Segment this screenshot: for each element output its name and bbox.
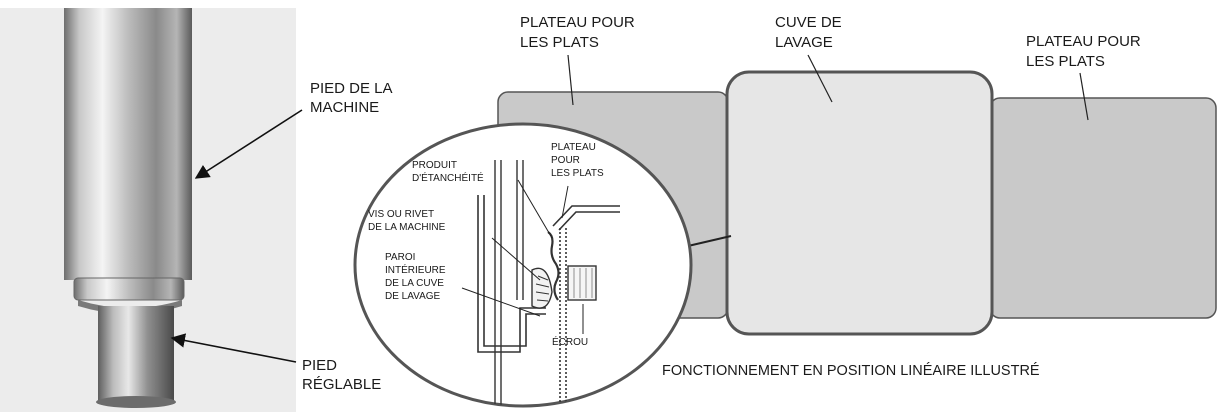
tray-top — [552, 205, 620, 231]
label-screw: VIS OU RIVET DE LA MACHINE — [368, 209, 446, 233]
foot-base — [96, 396, 176, 408]
label-machine-leg-line1: PIED DE LA — [310, 80, 393, 97]
label-left-tray-line1: PLATEAU POUR — [520, 14, 635, 31]
label-wash-tank-line2: LAVAGE — [775, 34, 833, 51]
detail-magnifier — [353, 122, 693, 408]
label-adjustable-foot: PIED RÉGLABLE — [302, 357, 381, 393]
label-sealant: PRODUIT D'ÉTANCHÉITÉ — [412, 160, 484, 184]
label-machine-leg-line2: MACHINE — [310, 99, 379, 116]
label-adjustable-foot-line1: PIED — [302, 357, 337, 374]
adjustable-foot — [98, 306, 174, 402]
label-right-tray-line1: PLATEAU POUR — [1026, 33, 1141, 50]
leader-tray-detail — [561, 185, 569, 219]
wash-tank-wall — [516, 160, 524, 300]
label-machine-leg: PIED DE LA MACHINE — [310, 80, 396, 116]
label-detail-tray-line1: PLATEAU — [551, 142, 596, 153]
screw-head — [531, 267, 553, 309]
label-wash-tank-line1: CUVE DE — [775, 14, 842, 31]
connector-detail-to-tank — [687, 235, 732, 247]
label-detail-tray-line3: LES PLATS — [551, 168, 604, 179]
screw-threads — [535, 275, 550, 302]
label-wash-tank: CUVE DE LAVAGE — [775, 14, 846, 51]
label-sealant-line2: D'ÉTANCHÉITÉ — [412, 171, 484, 184]
label-screw-line2: DE LA MACHINE — [368, 222, 446, 233]
nut-body — [567, 265, 597, 301]
label-inner-wall-line3: DE LA CUVE — [385, 278, 444, 289]
label-adjustable-foot-line2: RÉGLABLE — [302, 376, 381, 393]
leader-wall — [461, 287, 541, 317]
machine-leg — [64, 8, 192, 280]
arrow-machine-leg — [194, 109, 303, 179]
label-detail-tray: PLATEAU POUR LES PLATS — [551, 142, 604, 179]
wash-tank — [725, 70, 994, 336]
leader-screw — [491, 237, 541, 281]
label-right-tray-line2: LES PLATS — [1026, 53, 1105, 70]
label-left-tray-line2: LES PLATS — [520, 34, 599, 51]
leader-left-tray — [567, 54, 574, 106]
leg-photo — [0, 8, 296, 412]
detail-section-drawing — [461, 160, 620, 405]
label-detail-tray-line2: POUR — [551, 155, 580, 166]
arrow-adjustable-foot — [170, 333, 297, 363]
label-inner-wall-line1: PAROI — [385, 252, 415, 263]
sealant-bead — [547, 231, 560, 301]
tank-wall-outer — [477, 195, 546, 353]
leg-collar — [73, 277, 185, 301]
leader-sealant — [517, 179, 553, 239]
right-dish-tray — [989, 97, 1217, 319]
label-inner-wall: PAROI INTÉRIEURE DE LA CUVE DE LAVAGE — [385, 252, 448, 302]
label-inner-wall-line2: INTÉRIEURE — [385, 263, 446, 276]
label-right-tray: PLATEAU POUR LES PLATS — [1026, 33, 1145, 70]
label-screw-line1: VIS OU RIVET — [368, 209, 434, 220]
label-left-tray: PLATEAU POUR LES PLATS — [520, 14, 639, 51]
caption-linear-layout: FONCTIONNEMENT EN POSITION LINÉAIRE ILLU… — [662, 362, 1040, 379]
label-nut: ÉCROU — [552, 335, 588, 348]
tray-flange — [559, 228, 567, 402]
label-sealant-line1: PRODUIT — [412, 160, 457, 171]
label-inner-wall-line4: DE LAVAGE — [385, 291, 441, 302]
leader-right-tray — [1079, 72, 1089, 121]
leader-wash-tank — [807, 54, 833, 103]
nut-threads — [573, 268, 593, 298]
